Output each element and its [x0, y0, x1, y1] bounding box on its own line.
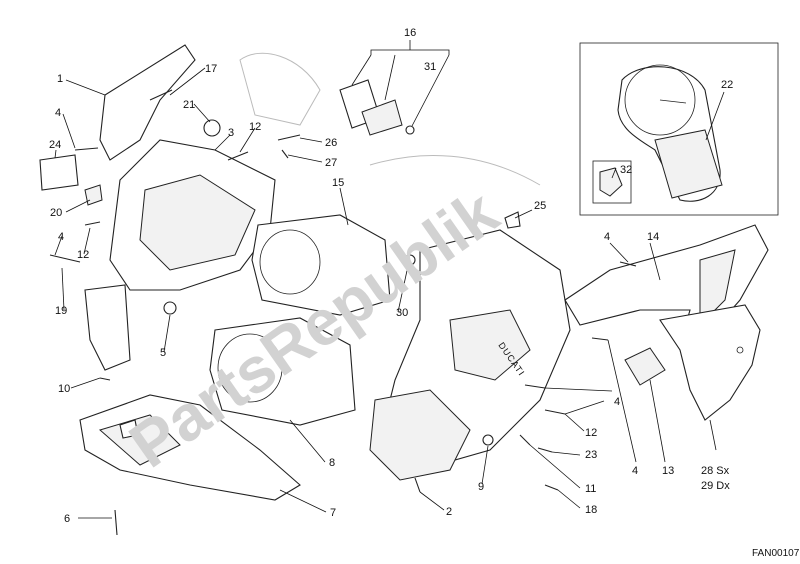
callout-label: 27: [325, 157, 337, 169]
screw-5: [163, 301, 177, 315]
callout-label: 19: [55, 305, 67, 317]
gasket-inner: [361, 99, 403, 136]
tachometer-dial: [624, 64, 696, 136]
callout-labels: 1 17 21 3 12 26 27 4 24 20 12 4 19 5 10 …: [49, 27, 733, 525]
clip-17: [149, 89, 173, 101]
callout-label: 25: [534, 200, 546, 212]
bolt-4b: [49, 254, 81, 263]
reference-code: FAN00107: [752, 548, 800, 559]
lower-deflector: [79, 394, 301, 501]
fairing-support-1: [99, 44, 196, 161]
callout-label: 28 Sx: [701, 465, 730, 477]
left-fairing-bracket: [39, 44, 321, 371]
screw-31: [405, 125, 415, 135]
bolt-18: [544, 484, 559, 491]
fairing-vent: [449, 309, 531, 381]
nut-9: [482, 434, 494, 446]
rubber-13: [624, 347, 666, 386]
callout-label: 9: [478, 481, 484, 493]
bolt-4c: [524, 384, 546, 389]
mount-block: [119, 419, 139, 439]
grommet-24: [39, 154, 79, 191]
connector-part: [599, 167, 623, 197]
bolt-4a: [74, 147, 99, 151]
headlamp-lower: [209, 317, 356, 426]
spacer-11: [519, 434, 531, 446]
callout-label: 4: [632, 465, 638, 477]
fairing-lower: [369, 389, 471, 481]
lower-bracket: [84, 284, 131, 371]
callout-label: 7: [330, 507, 336, 519]
callout-label: 5: [160, 347, 166, 359]
callout-label: 12: [585, 427, 597, 439]
plate-hole: [736, 346, 744, 354]
screw-23: [537, 447, 553, 453]
bracket-cutout: [699, 249, 736, 327]
lamp-lens-upper: [259, 229, 321, 295]
center-fairing: [369, 211, 571, 481]
clamp-26: [277, 134, 301, 141]
callout-label: 4: [604, 231, 610, 243]
callout-label: 21: [183, 99, 195, 111]
inset-border: [579, 42, 779, 216]
bolt-2: [414, 477, 421, 493]
callout-label: 22: [721, 79, 733, 91]
callout-label: 8: [329, 457, 335, 469]
callout-label: 15: [332, 177, 344, 189]
callout-label: 4: [614, 396, 620, 408]
knob-21: [203, 119, 221, 137]
callout-label: 17: [205, 63, 217, 75]
lamp-lens-lower: [217, 333, 283, 403]
clip-25: [504, 211, 521, 229]
callout-label: 10: [58, 383, 70, 395]
callout-label: 32: [620, 164, 632, 176]
callout-label: 16: [404, 27, 416, 39]
callout-label: 24: [49, 139, 61, 151]
fasteners: [49, 89, 637, 536]
callout-label: 11: [585, 483, 596, 495]
leader-lines: [54, 40, 725, 519]
bulb-30: [404, 254, 416, 266]
bolt-4e: [619, 261, 637, 267]
bolt-12b: [227, 151, 249, 161]
mirror-gasket-16: [339, 79, 541, 186]
callout-label: 12: [249, 121, 261, 133]
callout-label: 1: [57, 73, 63, 85]
callout-label: 13: [662, 465, 674, 477]
callout-label: 20: [50, 207, 62, 219]
plate-28-29: [659, 304, 761, 421]
bolt-4d: [591, 337, 609, 341]
headlight-ghost: [239, 52, 321, 126]
bolt-12a: [84, 221, 101, 226]
callout-label: 2: [446, 506, 452, 518]
callout-label: 4: [55, 107, 61, 119]
frame-ghost: [369, 155, 541, 186]
headlamp-upper: [251, 214, 391, 316]
callout-label: 14: [647, 231, 659, 243]
callout-label: 23: [585, 449, 597, 461]
screw-27: [281, 149, 289, 159]
callout-label: 4: [58, 231, 64, 243]
pin-10: [99, 377, 111, 381]
inset-instrument-panel: [579, 42, 779, 216]
callout-label: 3: [228, 127, 234, 139]
duct-inner: [139, 174, 256, 271]
headlamp-units: [209, 214, 416, 426]
tach-needle: [659, 99, 687, 104]
callout-label: 6: [64, 513, 70, 525]
callout-label: 26: [325, 137, 337, 149]
bolt-12c: [544, 409, 566, 415]
callout-label: 30: [396, 307, 408, 319]
callout-label: 18: [585, 504, 597, 516]
right-brackets: [564, 224, 769, 421]
callout-label: 12: [77, 249, 89, 261]
callout-label: 31: [424, 61, 436, 73]
hose-20: [84, 184, 103, 206]
bolt-6: [114, 509, 118, 536]
lcd-display: [654, 129, 723, 199]
connector-detail-box: [592, 160, 632, 204]
callout-label: 29 Dx: [701, 480, 730, 492]
